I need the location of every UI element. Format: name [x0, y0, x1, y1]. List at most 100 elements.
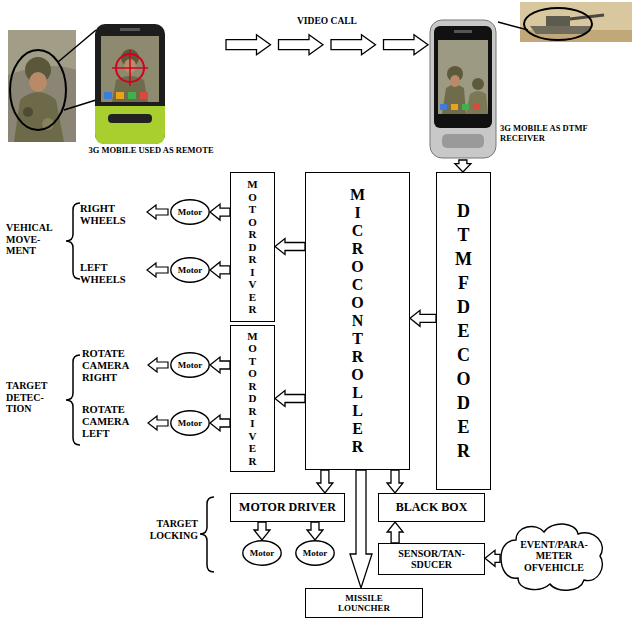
- screen-icon: [140, 92, 148, 99]
- hollow-arrow: [387, 470, 403, 493]
- group-braces: [66, 203, 214, 572]
- hollow-arrow: [226, 35, 271, 55]
- group-label: TARGET DETEC- TION: [6, 380, 64, 415]
- group-label: TARGET LOCKING: [136, 518, 198, 541]
- box-label: Motor: [250, 548, 275, 558]
- signal-arrow: [317, 470, 333, 493]
- soldier-photo: [8, 30, 96, 142]
- box-label: MISSILE LOUNCHER: [333, 593, 395, 613]
- box-label: Motor: [178, 265, 203, 275]
- edge-label: VIDEO CALL: [295, 16, 359, 26]
- screen-icon: [462, 104, 469, 110]
- box-label: Motor: [178, 207, 203, 217]
- screen-icon: [451, 104, 458, 110]
- launch-arrow: [350, 470, 372, 588]
- leader-arrow: [147, 205, 168, 219]
- hollow-arrow: [331, 35, 376, 55]
- hollow-arrow: [279, 35, 324, 55]
- receiver-phone: 3G MOBILE AS DTMF RECEIVER: [428, 18, 608, 160]
- sensor-box: SENSOR/TAN- SDUCER: [378, 543, 485, 575]
- hollow-arrow: [210, 357, 230, 373]
- missile-launcher-box: MISSILE LOUNCHER: [305, 588, 423, 618]
- motor-driver-box: MOTOR DRIVER: [230, 325, 275, 472]
- signal-arrow: [210, 357, 230, 373]
- signal-arrow: [387, 470, 403, 493]
- crosshair: [112, 67, 148, 69]
- motor-ellipse: Motor: [242, 540, 282, 566]
- function-label: ROTATE CAMERA LEFT: [82, 404, 144, 440]
- motor-ellipse: Motor: [170, 257, 210, 283]
- phone-body: [430, 20, 496, 158]
- cloud-shape: [501, 524, 602, 590]
- ellipse-shape: [243, 541, 281, 565]
- signal-arrow: [210, 262, 230, 278]
- box-label: BLACK BOX: [396, 501, 468, 514]
- dtmf-decoder-box: DTMF DECODER: [436, 172, 491, 490]
- signal-arrow: [210, 415, 230, 431]
- phone-keys: [108, 114, 152, 123]
- motor-ellipse: Motor: [170, 410, 210, 436]
- phone-face: [434, 26, 492, 128]
- function-label: RIGHT WHEELS: [80, 203, 142, 227]
- zoom-line: [498, 22, 528, 30]
- signal-arrow: [307, 522, 323, 540]
- phone-keys: [442, 134, 484, 148]
- function-label: LEFT WHEELS: [80, 262, 142, 286]
- screen-icon: [473, 104, 480, 110]
- signal-arrow: [455, 160, 471, 172]
- photo-ground: [8, 30, 76, 142]
- remote-phone: 3G MOBILE USED AS REMOTE: [76, 22, 226, 156]
- tank-hull: [530, 26, 592, 34]
- photo-sky: [520, 2, 632, 42]
- hollow-arrow: [275, 391, 305, 407]
- phone-caption: 3G MOBILE AS DTMF RECEIVER: [500, 124, 608, 143]
- zoom-line: [58, 30, 96, 62]
- screen-icon: [128, 92, 136, 99]
- hollow-arrow: [254, 522, 270, 540]
- hollow-arrow: [384, 35, 429, 55]
- microcontroller-box: MICROCONTROLLER: [305, 172, 410, 470]
- leader-arrow: [147, 263, 168, 277]
- motor-driver-box: MOTOR DRIVER: [230, 493, 345, 522]
- video-call-arrow: [226, 35, 428, 55]
- phone-drawing: [428, 18, 500, 160]
- zoom-line: [64, 100, 96, 110]
- phone-caption: 3G MOBILE USED AS REMOTE: [76, 146, 226, 156]
- ellipse-shape: [171, 258, 209, 282]
- box-label: MICROCONTROLLER: [350, 186, 366, 456]
- signal-arrow: [410, 310, 436, 326]
- phone-body: [95, 24, 165, 144]
- ellipse-shape: [171, 411, 209, 435]
- signal-arrow: [210, 204, 230, 220]
- motor-ellipse: Motor: [170, 199, 210, 225]
- box-label: Motor: [178, 360, 203, 370]
- camo-spot: [23, 107, 33, 117]
- screen-soldier: [466, 91, 488, 114]
- leader-arrow: [148, 358, 168, 372]
- hollow-arrow: [387, 522, 403, 543]
- hollow-arrow: [307, 522, 323, 540]
- focus-ellipse: [10, 50, 66, 130]
- box-label: SENSOR/TAN- SDUCER: [392, 548, 472, 570]
- curly-brace: [66, 355, 80, 445]
- signal-arrow: [387, 522, 403, 543]
- hollow-arrow: [350, 470, 372, 588]
- curly-brace: [66, 203, 80, 279]
- phone-lime-base: [95, 106, 165, 144]
- phone-screen: [438, 40, 488, 114]
- hollow-arrow: [210, 204, 230, 220]
- tank-turret: [546, 16, 570, 26]
- screen-soldier-face: [450, 75, 460, 87]
- screen-icon: [104, 92, 112, 99]
- curly-brace: [200, 497, 214, 572]
- leader-arrow: [148, 416, 168, 430]
- soldier-body: [14, 92, 64, 142]
- box-label: EVENT/PARA- METER OFVEHICLE: [517, 539, 591, 573]
- phone-drawing: [76, 22, 226, 146]
- box-label: MOTOR DRIVER: [239, 501, 336, 514]
- focus-ellipse: [524, 8, 592, 40]
- ellipse-shape: [296, 541, 334, 565]
- motor-driver-box: MOTOR DRIVER: [230, 172, 275, 322]
- event-cloud: EVENT/PARA- METER OFVEHICLE: [500, 518, 608, 594]
